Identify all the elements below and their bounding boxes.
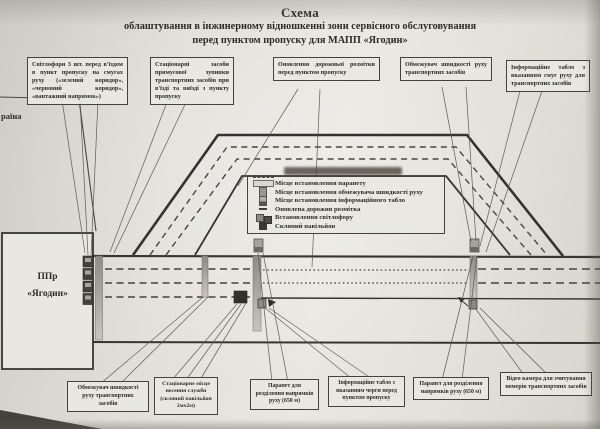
callout-parapet-left: Парапет для розділення напрямків руху (6… [250, 379, 319, 410]
checkpoint-label: ППр «Ягодин» [2, 272, 93, 299]
legend-label: Місце встановлення обмежувача швидкості … [275, 188, 423, 196]
checkpoint-name-line2: «Ягодин» [27, 289, 68, 299]
callout-lane-info-board: Інформаційне табло з вказанням смуг руху… [506, 60, 590, 93]
legend-item: Місце встановлення парапету [251, 177, 441, 188]
legend-item: Місце встановлення обмежувача швидкості … [251, 187, 441, 198]
print-smudge [284, 167, 402, 175]
legend-label: Місце встановлення парапету [275, 180, 366, 188]
callout-queue-info-board: Інформаційне табло з вказанням черги пер… [328, 376, 405, 407]
parapet-icon [252, 177, 274, 188]
legend-label: Встановлення світлофору [275, 214, 354, 222]
callout-lines [61, 86, 549, 385]
callout-duty-post: Стаціонарне місце несення служби (скляни… [154, 377, 218, 415]
camera-markers [257, 297, 478, 310]
checkpoint-name-line1: ППр [37, 272, 58, 282]
legend-label: Оновлена дорожня розмітка [275, 205, 361, 213]
region-label: раїна [1, 111, 22, 121]
arrow-left-icon [458, 297, 465, 303]
callout-stop-devices: Стаціонарні засоби примусової зупинки тр… [150, 57, 234, 106]
road-marking-icon [259, 208, 267, 211]
legend-item: Встановлення світлофору [251, 213, 441, 224]
callout-road-marking: Оновлення дорожньої розмітки перед пункт… [273, 57, 380, 82]
arrow-right-icon [268, 299, 276, 307]
legend-item: Скляний павільйон [251, 222, 441, 231]
speed-limiter-bar [201, 255, 209, 298]
glass-pavilion-icon [259, 222, 267, 231]
legend-box: Місце встановлення парапету Місце встано… [247, 176, 445, 234]
info-board-icon [259, 195, 267, 206]
road-barrier-bars [95, 255, 478, 341]
checkpoint-building-outline [1, 232, 94, 370]
legend-label: Скляний павільйон [275, 222, 336, 230]
page-subtitle-1: облаштування в інжинерному відношкенні з… [123, 21, 477, 32]
lane-markings [105, 268, 600, 298]
callout-speed-limiter: Обмежувач швидкості руху транспортних за… [400, 57, 492, 82]
legend-item: Оновлена дорожня розмітка [251, 205, 441, 213]
callout-video-camera: Відео камера для зчитування номерів тран… [500, 372, 592, 396]
stop-barrier-bar [95, 255, 103, 341]
glass-pavilion-icon [233, 290, 248, 304]
callout-parapet-right: Парапет для розділення напрямків руху (6… [413, 377, 489, 401]
page-subtitle-2: перед пунктом пропуску для МАПП «Ягодин» [192, 35, 408, 46]
callout-speed-limiter-bottom: Обмежувач швидкості руху транспортних за… [67, 381, 149, 413]
legend-item: Місце встановлення інформаційного табло [251, 195, 441, 206]
traffic-lights-icon [82, 255, 94, 305]
parapet-markers [253, 238, 480, 253]
traffic-light-icon [255, 213, 272, 224]
legend-label: Місце встановлення інформаційного табло [275, 197, 406, 205]
info-gantry-bar [252, 255, 262, 332]
speed-limiter-bar-right [469, 255, 478, 299]
callout-traffic-lights: Світлофори 3 шт. перед в'їздом в пункт п… [27, 57, 128, 106]
page-title: Схема [280, 5, 320, 20]
